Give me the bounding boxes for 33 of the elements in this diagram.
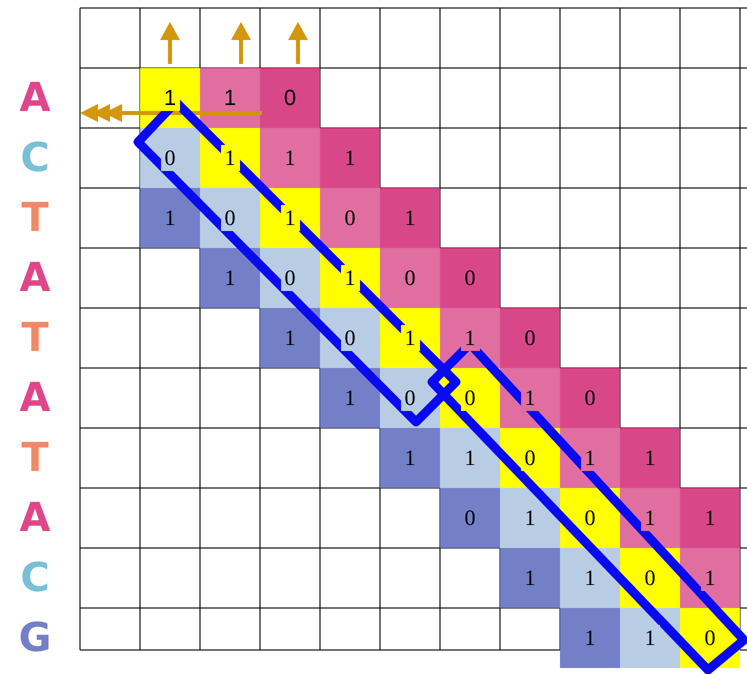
sequence-letter: A <box>18 374 52 423</box>
score-cell: 1 <box>500 548 560 608</box>
score-cell: 1 <box>260 308 320 368</box>
score-cell: 0 <box>260 68 320 128</box>
score-cell: 1 <box>200 248 260 308</box>
score-cell: 1 <box>140 188 200 248</box>
score-cell: 1 <box>560 608 620 668</box>
score-cell: 0 <box>320 188 380 248</box>
score-cell: 0 <box>500 308 560 368</box>
sequence-letter: G <box>18 614 52 663</box>
sequence-letter: C <box>19 554 51 603</box>
sequence-letter: C <box>19 134 51 183</box>
score-cell: 1 <box>320 128 380 188</box>
score-cell: 1 <box>200 68 260 128</box>
score-cell: 1 <box>680 488 740 548</box>
sequence-letter: A <box>18 494 52 543</box>
score-cell: 0 <box>380 248 440 308</box>
sequence-letter: T <box>20 194 50 243</box>
score-cell: 1 <box>620 428 680 488</box>
sequence-letter: T <box>20 434 50 483</box>
score-cell: 0 <box>560 368 620 428</box>
score-cell: 1 <box>260 128 320 188</box>
score-cell: 0 <box>440 488 500 548</box>
score-cell: 1 <box>440 428 500 488</box>
score-cell: 1 <box>380 188 440 248</box>
sequence-letter: A <box>18 74 52 123</box>
sequence-letter: A <box>18 254 52 303</box>
score-cell: 1 <box>560 548 620 608</box>
score-cell: 1 <box>380 428 440 488</box>
score-cell: 1 <box>320 368 380 428</box>
score-cell: 1 <box>500 488 560 548</box>
sequence-letter: T <box>20 314 50 363</box>
score-cell: 0 <box>440 248 500 308</box>
